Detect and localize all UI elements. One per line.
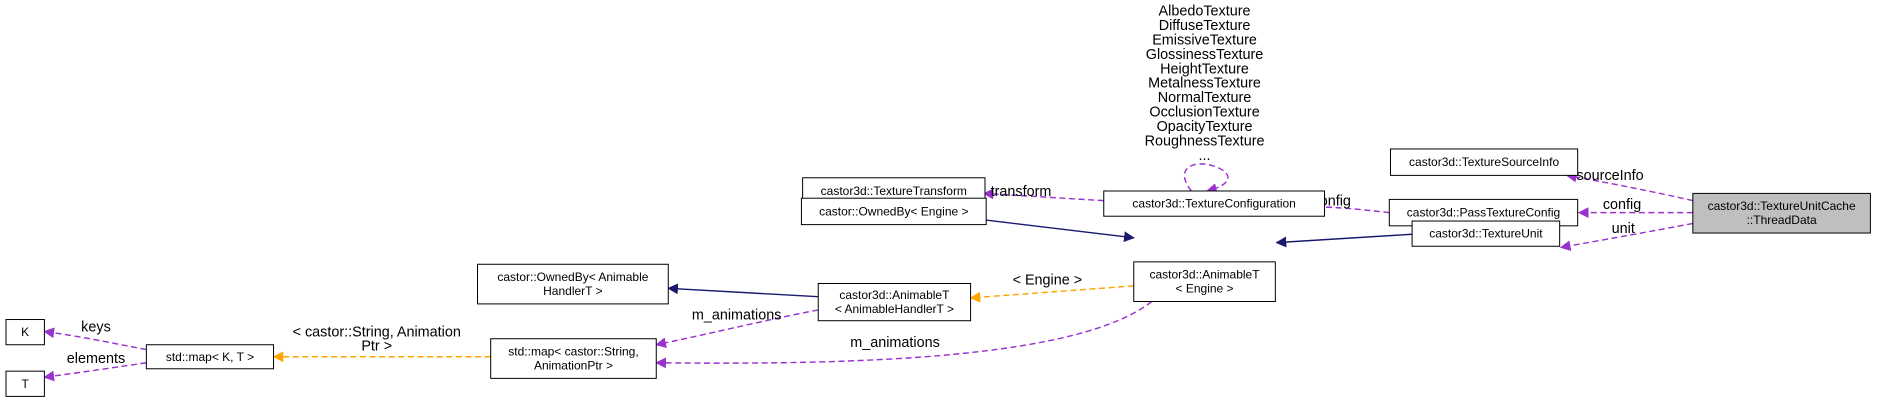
edge-label-elements: elements	[67, 351, 125, 367]
node-label-owned-by-engine: castor::OwnedBy< Engine >	[819, 204, 968, 218]
node-box-animable-handler[interactable]	[817, 282, 972, 322]
node-owned-by-animable[interactable]: castor::OwnedBy< AnimableHandlerT >	[476, 263, 669, 305]
edge-pass-config: config	[1577, 197, 1693, 219]
node-label-texture-source-info: castor3d::TextureSourceInfo	[1409, 155, 1559, 169]
edge-transform: transform	[982, 184, 1104, 202]
node-box-std-map-string[interactable]	[490, 338, 657, 379]
node-box-std-map-kt[interactable]	[145, 344, 275, 370]
edge-line-m-animations-handler	[655, 309, 819, 349]
edge-ownedby-to-handler	[667, 283, 819, 298]
edge-label-pass-config: config	[1603, 197, 1641, 213]
edge-label-self-loop: EmissiveTexture	[1152, 32, 1257, 48]
node-texture-source-info[interactable]: castor3d::TextureSourceInfo	[1390, 148, 1579, 176]
edge-unit: unit	[1559, 221, 1693, 252]
edge-line-transform	[982, 188, 1104, 202]
node-box-t-param[interactable]	[5, 370, 45, 397]
node-label-texture-unit: castor3d::TextureUnit	[1429, 227, 1543, 241]
node-k-param[interactable]: K	[5, 319, 45, 346]
node-label-owned-by-animable: castor::OwnedBy< Animable	[497, 270, 648, 284]
node-box-animable-engine[interactable]	[1133, 261, 1276, 303]
node-label-pass-texture-config: castor3d::PassTextureConfig	[1407, 206, 1560, 220]
edge-label-self-loop: HeightTexture	[1160, 61, 1249, 77]
edge-label-self-loop: NormalTexture	[1158, 90, 1252, 106]
node-t-param[interactable]: T	[5, 370, 45, 397]
edge-line-ownedby-to-handler	[667, 283, 819, 298]
edge-line-m-animations-engine	[655, 300, 1153, 369]
edge-line-source-info	[1565, 171, 1693, 202]
edge-label-map-template: < castor::String, Animation	[293, 324, 461, 340]
node-label-std-map-kt: std::map< K, T >	[166, 350, 254, 364]
edges-layer: sourceInfoconfigunitconfigtransformAlbed…	[43, 4, 1693, 382]
edge-self-loop: AlbedoTextureDiffuseTextureEmissiveTextu…	[1145, 4, 1265, 194]
node-box-owned-by-animable[interactable]	[476, 263, 669, 305]
edge-label-keys: keys	[81, 320, 111, 336]
node-std-map-kt[interactable]: std::map< K, T >	[145, 344, 275, 370]
edge-label-map-template: Ptr >	[361, 339, 392, 355]
edge-keys: keys	[43, 320, 147, 351]
edge-label-m-animations-engine: m_animations	[850, 335, 940, 351]
edge-elements: elements	[43, 351, 147, 382]
node-box-texture-unit[interactable]	[1411, 220, 1561, 247]
edge-label-m-animations-handler: m_animations	[692, 308, 782, 324]
edge-label-engine-template: < Engine >	[1013, 273, 1083, 289]
edge-label-self-loop: MetalnessTexture	[1148, 76, 1261, 92]
edge-label-self-loop: ...	[1199, 148, 1211, 164]
node-animable-handler[interactable]: castor3d::AnimableT< AnimableHandlerT >	[817, 282, 972, 322]
node-label-texture-transform: castor3d::TextureTransform	[821, 184, 967, 198]
node-box-texture-source-info[interactable]	[1390, 148, 1579, 176]
node-label-animable-engine: < Engine >	[1176, 282, 1234, 296]
node-label-std-map-string: std::map< castor::String,	[508, 345, 638, 359]
node-label-k-param: K	[21, 325, 29, 339]
edge-line-elements	[43, 362, 147, 382]
edge-line-ownedby-to-animable	[983, 219, 1135, 243]
edge-m-animations-handler: m_animations	[655, 308, 819, 349]
nodes-layer: castor3d::TextureUnitCache::ThreadDataca…	[5, 148, 1871, 397]
node-box-texture-configuration[interactable]	[1103, 190, 1326, 217]
edge-engine-template: < Engine >	[969, 273, 1134, 303]
edge-source-info: sourceInfo	[1565, 168, 1693, 202]
node-thread-data[interactable]: castor3d::TextureUnitCache::ThreadData	[1692, 192, 1871, 234]
edge-label-self-loop: OcclusionTexture	[1149, 105, 1259, 121]
node-label-animable-handler: < AnimableHandlerT >	[835, 302, 954, 316]
node-label-animable-engine: castor3d::AnimableT	[1150, 268, 1261, 282]
node-box-thread-data[interactable]	[1692, 192, 1871, 234]
node-texture-unit[interactable]: castor3d::TextureUnit	[1411, 220, 1561, 247]
edge-label-self-loop: DiffuseTexture	[1159, 18, 1251, 34]
node-box-owned-by-engine[interactable]	[800, 197, 987, 226]
edge-line-animable-to-unit	[1275, 233, 1413, 248]
edge-line-self-loop	[1183, 163, 1229, 194]
edge-label-self-loop: OpacityTexture	[1157, 119, 1253, 135]
edge-label-self-loop: GlossinessTexture	[1146, 47, 1264, 63]
edge-ownedby-to-animable	[983, 219, 1135, 243]
node-std-map-string[interactable]: std::map< castor::String,AnimationPtr >	[490, 338, 657, 379]
edge-label-self-loop: AlbedoTexture	[1159, 4, 1251, 20]
node-label-thread-data: castor3d::TextureUnitCache	[1708, 199, 1856, 213]
edge-m-animations-engine: m_animations	[655, 300, 1153, 369]
node-label-texture-configuration: castor3d::TextureConfiguration	[1132, 197, 1295, 211]
node-texture-configuration[interactable]: castor3d::TextureConfiguration	[1103, 190, 1326, 217]
node-animable-engine[interactable]: castor3d::AnimableT< Engine >	[1133, 261, 1276, 303]
edge-label-unit: unit	[1612, 221, 1635, 237]
node-label-std-map-string: AnimationPtr >	[534, 359, 613, 373]
edge-label-source-info: sourceInfo	[1576, 168, 1643, 184]
edge-label-self-loop: RoughnessTexture	[1145, 133, 1265, 149]
node-label-thread-data: ::ThreadData	[1747, 213, 1817, 227]
node-owned-by-engine[interactable]: castor::OwnedBy< Engine >	[800, 197, 987, 226]
node-box-k-param[interactable]	[5, 319, 45, 346]
edge-line-keys	[43, 327, 147, 351]
edge-animable-to-unit	[1275, 233, 1413, 248]
edge-line-texture-config	[1301, 201, 1390, 214]
node-label-owned-by-animable: HandlerT >	[543, 284, 602, 298]
edge-label-transform: transform	[991, 184, 1052, 200]
node-label-t-param: T	[22, 377, 30, 391]
edge-line-engine-template	[969, 285, 1134, 303]
node-label-animable-handler: castor3d::AnimableT	[839, 288, 950, 302]
edge-map-template: < castor::String, AnimationPtr >	[272, 324, 491, 363]
edge-line-unit	[1559, 222, 1693, 252]
